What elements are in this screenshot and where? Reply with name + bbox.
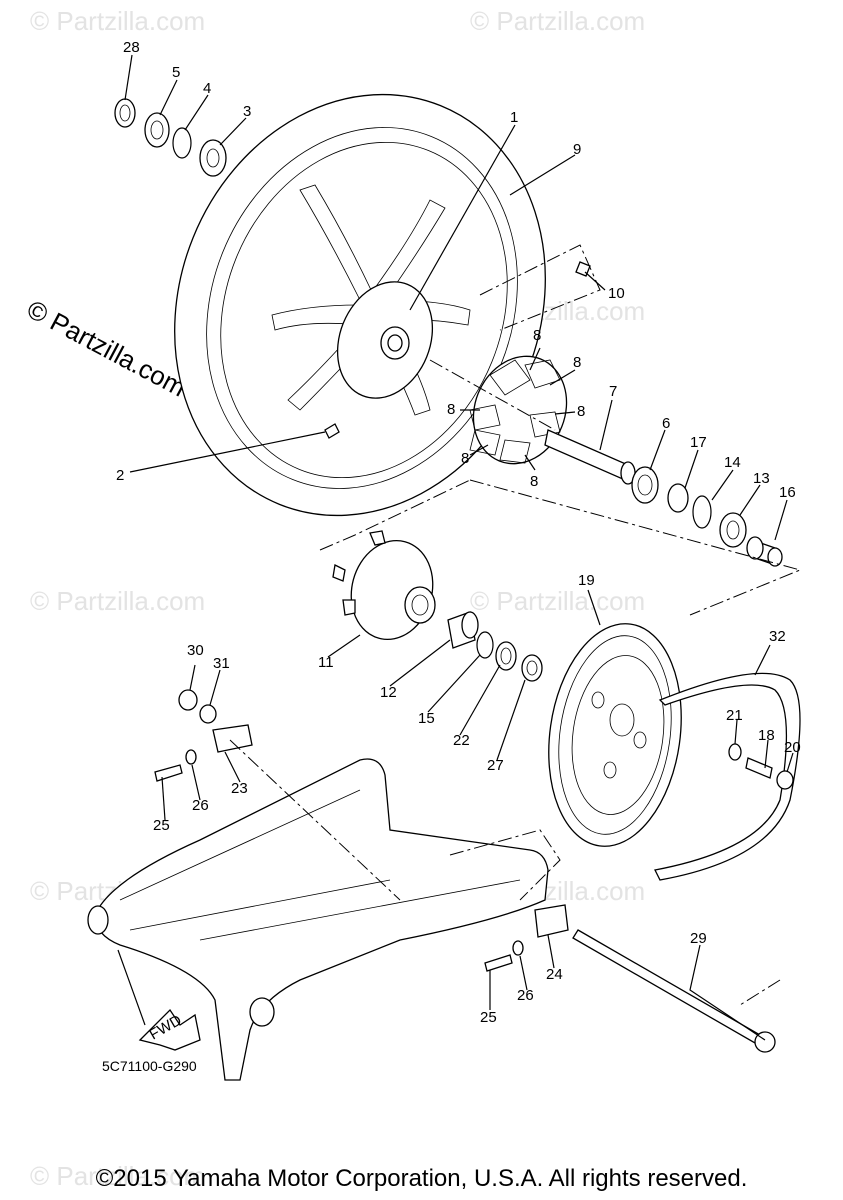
watermark-text: © Partzilla.com — [30, 6, 205, 36]
circlip-14 — [692, 495, 712, 529]
nut-26 — [512, 940, 524, 956]
callout-8: 8 — [577, 403, 585, 420]
fwd-arrow: FWD — [138, 1008, 201, 1051]
oil-seal-5 — [144, 112, 170, 148]
circlip-15 — [476, 631, 494, 659]
washer-31 — [199, 704, 217, 724]
callout-14: 14 — [724, 454, 741, 471]
callout-19: 19 — [578, 572, 595, 589]
nut-26 — [185, 749, 197, 765]
partzilla-watermark: © Partzilla.com — [22, 294, 191, 403]
callout-32: 32 — [769, 628, 786, 645]
swingarm — [87, 758, 549, 1081]
drawing-code: 5C71100-G290 — [102, 1058, 197, 1074]
callout-8: 8 — [533, 327, 541, 344]
pulley-fasteners — [728, 743, 794, 790]
callout-12: 12 — [380, 684, 397, 701]
callout-16: 16 — [779, 484, 796, 501]
adjuster-right — [484, 904, 569, 972]
collar-27 — [521, 654, 543, 682]
drive-belt — [654, 672, 801, 881]
adjusting-plate-23 — [212, 724, 253, 753]
callout-25: 25 — [153, 817, 170, 834]
callout-6: 6 — [662, 415, 670, 432]
callout-17: 17 — [690, 434, 707, 451]
callout-8: 8 — [447, 401, 455, 418]
bolt-25 — [484, 954, 513, 972]
axle-collar — [544, 429, 636, 485]
callout-10: 10 — [608, 285, 625, 302]
copyright-notice: ©2015 Yamaha Motor Corporation, U.S.A. A… — [95, 1165, 748, 1192]
washer-21 — [728, 743, 742, 761]
callout-31: 31 — [213, 655, 230, 672]
callout-26: 26 — [192, 797, 209, 814]
callout-3: 3 — [243, 103, 251, 120]
watermark-text: © Partzilla.com — [470, 586, 645, 616]
balance-weight — [575, 261, 591, 277]
tire-valve — [324, 423, 340, 439]
callout-11: 11 — [318, 654, 334, 671]
final-drive-hub — [332, 530, 436, 641]
callout-5: 5 — [172, 64, 180, 81]
callout-25: 25 — [480, 1009, 497, 1026]
callout-20: 20 — [784, 739, 801, 756]
adjuster-left — [154, 689, 253, 782]
callout-21: 21 — [726, 707, 743, 724]
callout-9: 9 — [573, 141, 581, 158]
hub-center — [387, 334, 403, 352]
spacer-17 — [667, 483, 689, 513]
assembly-lines — [229, 244, 802, 1006]
rear-wheel-assembly — [174, 93, 546, 517]
bolt-25 — [154, 764, 183, 782]
nut-30 — [178, 689, 198, 711]
rear-axle — [572, 929, 776, 1053]
watermark-text: © Partzilla.com — [470, 6, 645, 36]
nut-20 — [776, 770, 794, 790]
hub-bearing-stack — [447, 611, 543, 682]
callout-7: 7 — [609, 383, 617, 400]
callout-29: 29 — [690, 930, 707, 947]
watermark-text: © Partzilla.com — [30, 1161, 205, 1191]
callout-13: 13 — [753, 470, 770, 487]
right-bearing-stack — [631, 466, 783, 567]
watermark-text: © Partzilla.com — [30, 586, 205, 616]
bearing-3 — [199, 139, 227, 177]
adjusting-plate-24 — [534, 904, 569, 938]
callout-8: 8 — [461, 450, 469, 467]
circlip-4 — [172, 127, 192, 159]
oil-seal-28 — [114, 98, 136, 128]
callout-8: 8 — [530, 473, 538, 490]
callout-30: 30 — [187, 642, 204, 659]
callout-22: 22 — [453, 732, 470, 749]
callout-23: 23 — [231, 780, 248, 797]
callout-4: 4 — [203, 80, 211, 97]
callout-18: 18 — [758, 727, 775, 744]
left-bearing-stack — [114, 98, 227, 177]
leader-lines — [117, 54, 794, 1041]
callout-24: 24 — [546, 966, 563, 983]
rear-pulley — [548, 623, 682, 847]
rim-inner — [220, 141, 508, 479]
callout-28: 28 — [123, 39, 140, 56]
bolt-18 — [745, 757, 773, 779]
oil-seal-22 — [495, 641, 517, 671]
callout-26: 26 — [517, 987, 534, 1004]
callout-1: 1 — [510, 109, 518, 126]
callout-8: 8 — [573, 354, 581, 371]
bearing-6 — [631, 466, 659, 504]
callouts: 28 5 4 3 1 9 10 2 8 8 8 8 8 8 7 6 17 14 … — [116, 39, 801, 1026]
callout-2: 2 — [116, 467, 124, 484]
callout-27: 27 — [487, 757, 504, 774]
oil-seal-13 — [719, 512, 747, 548]
callout-15: 15 — [418, 710, 435, 727]
